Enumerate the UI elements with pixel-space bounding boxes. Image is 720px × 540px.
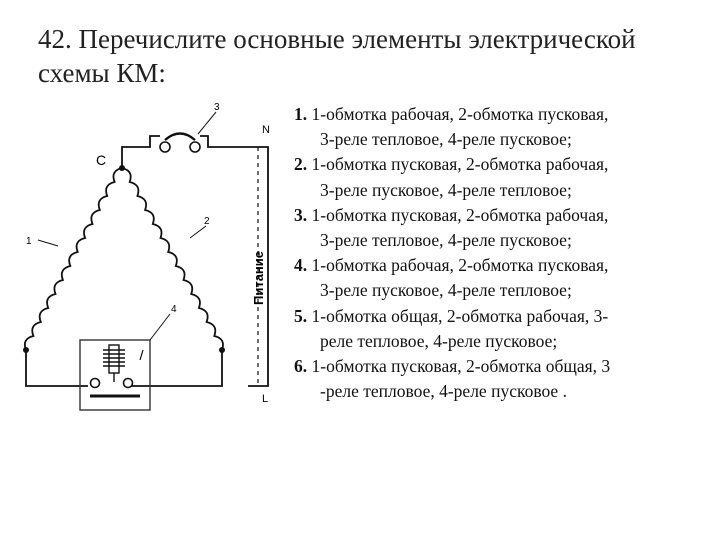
thermal-relay-3	[159, 111, 217, 153]
winding-right	[121, 167, 224, 351]
answer-option-5[interactable]: 5. 1-обмотка общая, 2-обмотка рабочая, 3…	[294, 305, 609, 351]
start-relay-4	[79, 313, 171, 411]
answer-option-4[interactable]: 4. 1-обмотка рабочая, 2-обмотка пусковая…	[294, 255, 609, 301]
answer-option-2[interactable]: 2. 1-обмотка пусковая, 2-обмотка рабочая…	[294, 154, 609, 200]
label-2: 2	[204, 216, 210, 227]
node-c-label: С	[96, 152, 106, 168]
label-3: 3	[214, 102, 220, 113]
answer-option-6[interactable]: 6. 1-обмотка пусковая, 2-обмотка общая, …	[294, 356, 611, 402]
node-l-label: L	[262, 393, 268, 405]
winding-left	[23, 167, 123, 351]
answer-option-1[interactable]: 1. 1-обмотка рабочая, 2-обмотка пусковая…	[294, 104, 609, 150]
answer-list: 1. 1-обмотка рабочая, 2-обмотка пусковая…	[294, 102, 706, 404]
answer-option-3[interactable]: 3. 1-обмотка пусковая, 2-обмотка рабочая…	[294, 204, 609, 251]
question-title: 42. Перечислите основные элементы электр…	[38, 24, 636, 88]
label-1: 1	[26, 236, 32, 247]
node-n-label: N	[262, 124, 270, 136]
label-4: 4	[171, 304, 177, 315]
supply-label: Питание	[251, 251, 266, 305]
compressor-circuit-diagram: С N L 1 2 3 4 Питание	[23, 102, 270, 411]
